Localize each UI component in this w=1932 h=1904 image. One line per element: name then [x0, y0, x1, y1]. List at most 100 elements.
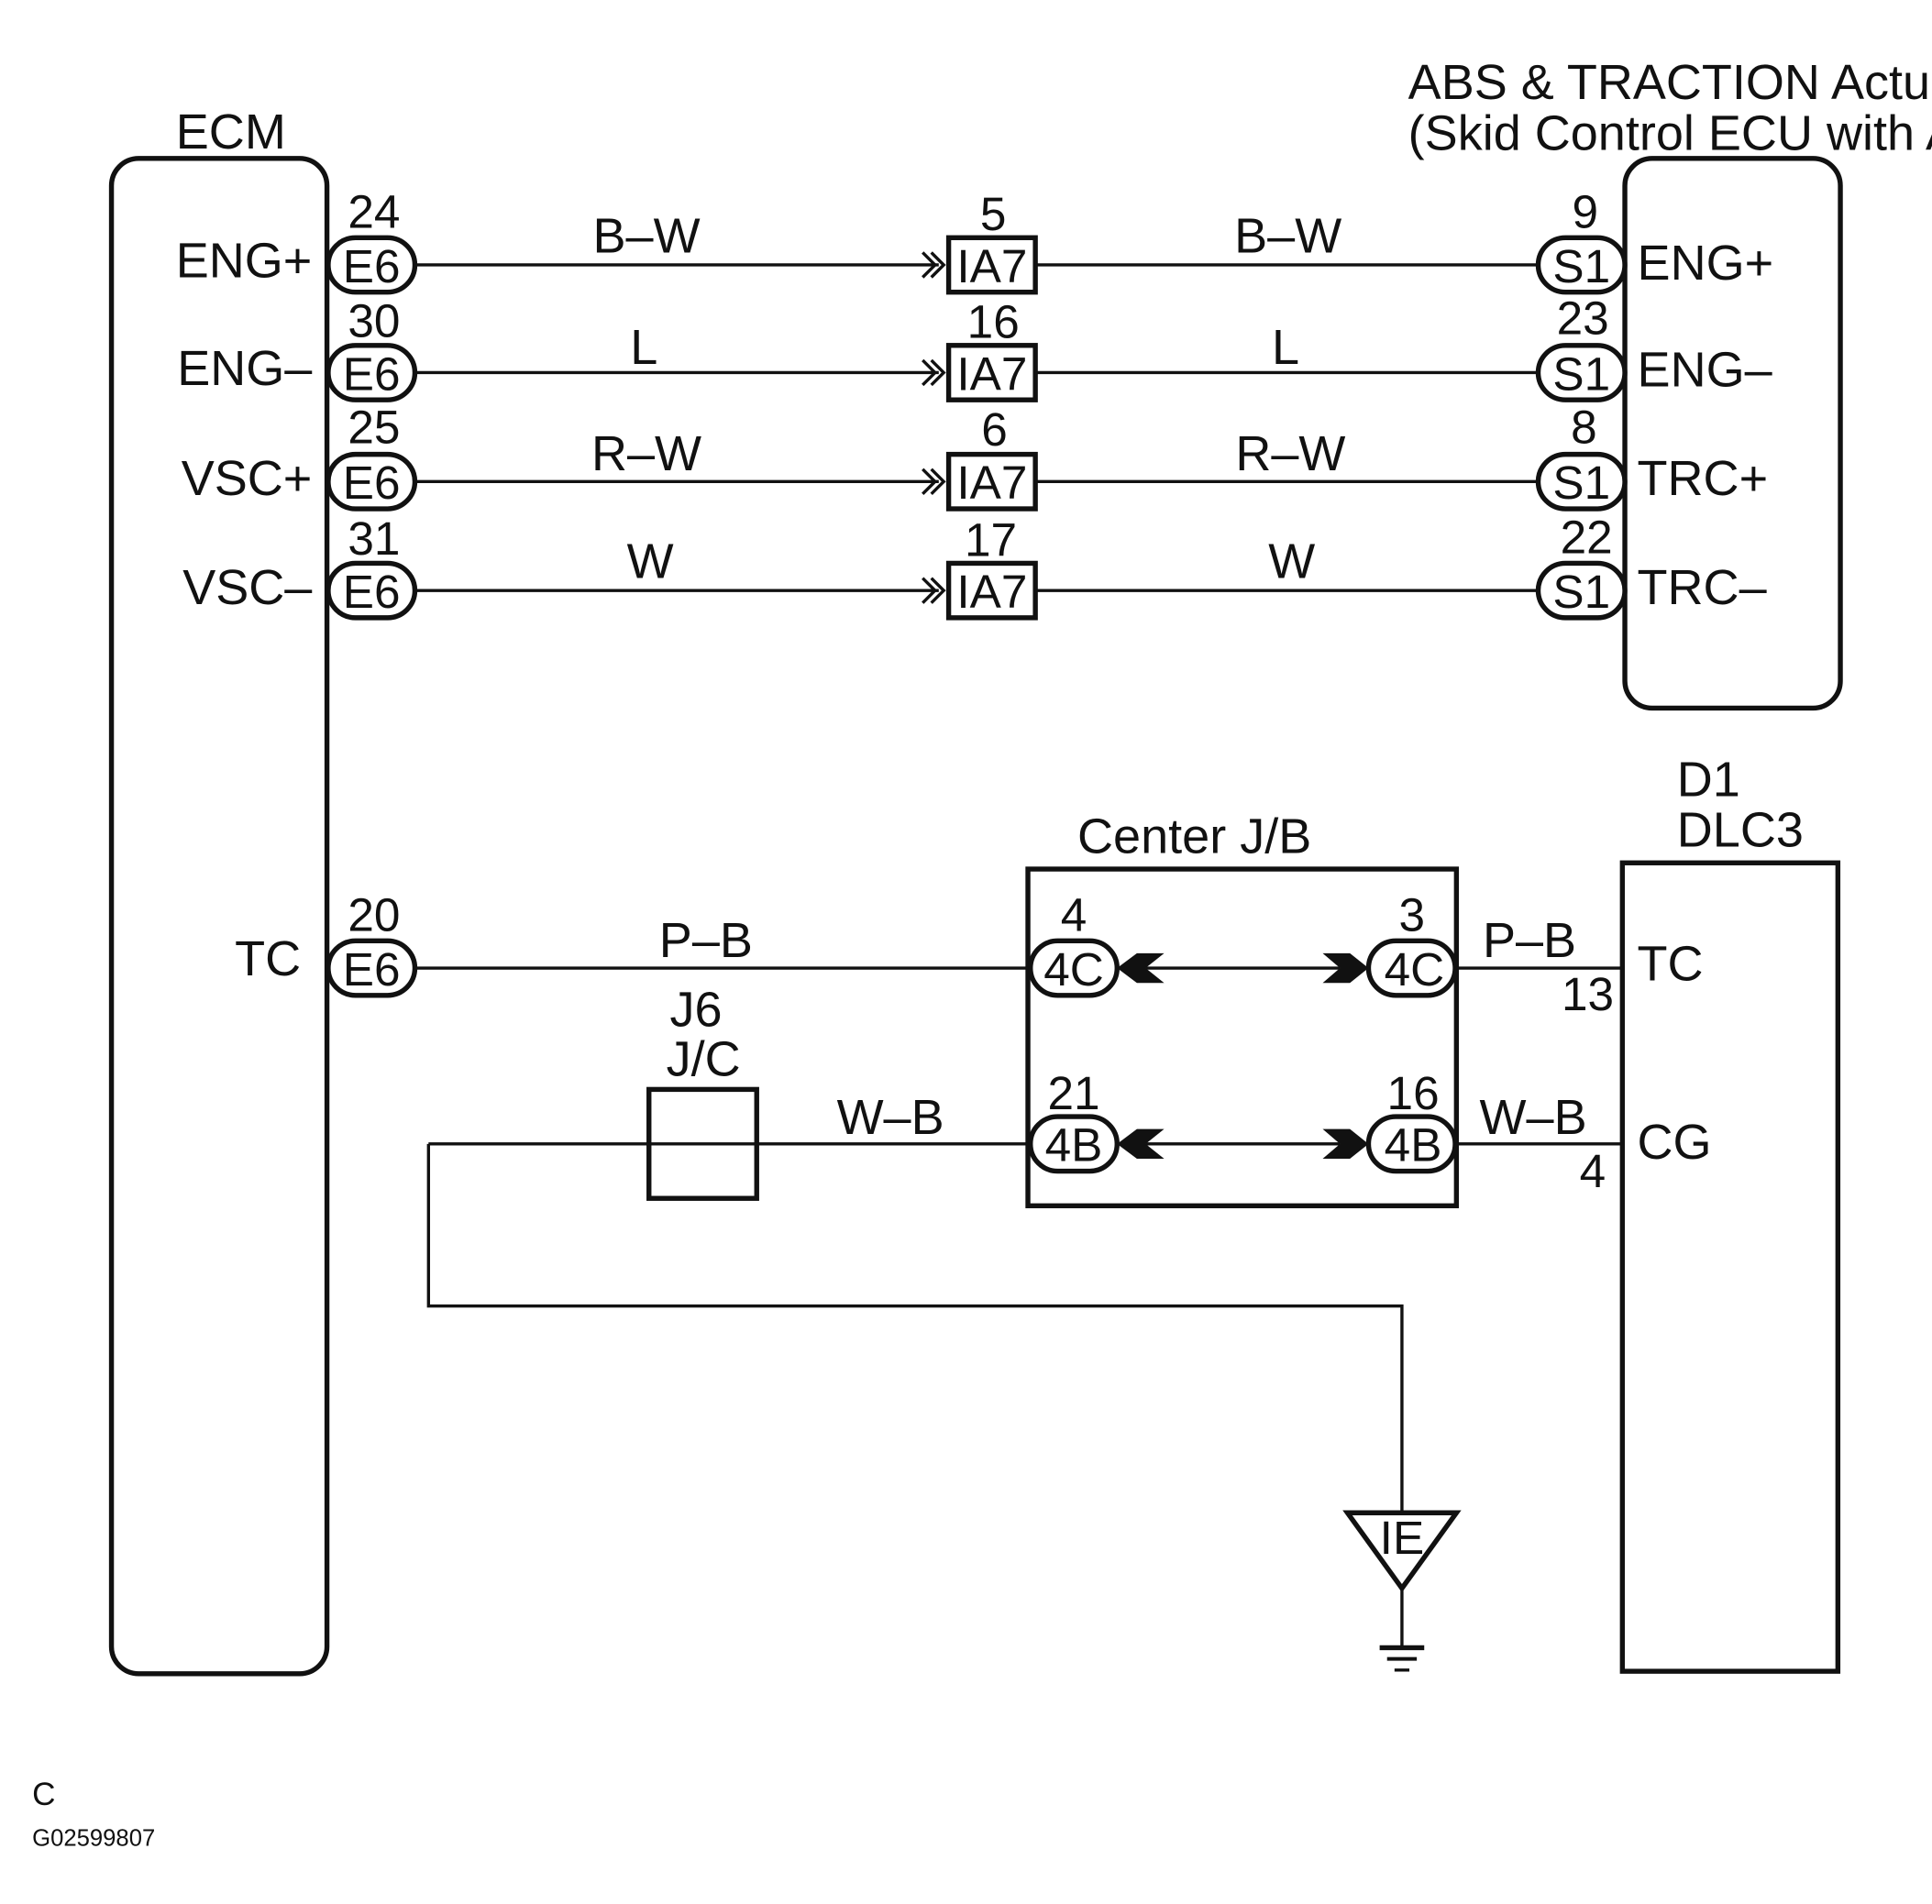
actuator-connector [1535, 343, 1628, 402]
mid-pin-number: 17 [965, 513, 1017, 566]
dlc-terminal-label: CG [1638, 1115, 1712, 1170]
jb-terminal-arrow-icon [1117, 952, 1165, 984]
signal-row: VSC+ 25 E6 R–W 6 IA7 R–W 8 S1 TRC+ [182, 401, 1769, 512]
figure-code: G02599807 [32, 1826, 155, 1852]
mid-connector-code: IA7 [956, 457, 1027, 509]
actuator-connector-code: S1 [1552, 240, 1610, 292]
mid-pin-number: 5 [980, 188, 1007, 240]
dlc-name: DLC3 [1677, 803, 1804, 858]
jb-terminal-arrow-icon [1322, 1128, 1369, 1160]
signal-row: VSC– 31 E6 W 17 IA7 W 22 S1 TRC– [182, 512, 1768, 621]
wire-color: L [630, 320, 657, 375]
wire-color: R–W [1235, 426, 1345, 481]
mid-connector-code: IA7 [956, 240, 1027, 292]
ecm-pin-number: 24 [348, 185, 400, 237]
dlc-ref: D1 [1677, 752, 1740, 807]
earth-ground-icon [1379, 1645, 1425, 1672]
jb-terminal-arrow-icon [1117, 1128, 1165, 1160]
mid-connector [945, 343, 1038, 402]
mid-connector [945, 560, 1038, 621]
ground-point-icon [1342, 1510, 1462, 1593]
actuator-terminal-label: ENG– [1638, 342, 1773, 397]
signal-row: ENG+ 24 E6 B–W 5 IA7 B–W 9 S1 ENG+ [176, 185, 1774, 295]
wire-color: L [1272, 320, 1299, 375]
jb-connector-code: 4C [1043, 943, 1104, 996]
ecm-connector [326, 235, 418, 295]
jb-pin-number: 3 [1398, 889, 1425, 941]
ecm-connector-code: E6 [343, 347, 401, 400]
actuator-title-line1: ABS & TRACTION Actuator As [1408, 55, 1932, 110]
actuator-connector [1535, 235, 1628, 295]
wire-color: W [627, 534, 674, 589]
jb-terminal-arrow-icon [1322, 952, 1369, 984]
wire-color: W–B [837, 1090, 944, 1145]
ecm-connector-code: E6 [343, 943, 401, 996]
jc-ref: J6 [670, 983, 723, 1038]
wire-color: B–W [592, 208, 700, 263]
connector-arrow-icon [922, 577, 946, 604]
connector-arrow-icon [922, 468, 946, 496]
dlc-pin-number: 4 [1580, 1145, 1606, 1197]
mid-pin-number: 6 [981, 403, 1008, 456]
mid-connector [945, 451, 1038, 512]
wire-color: B–W [1234, 208, 1341, 263]
ecm-title: ECM [176, 105, 286, 160]
jb-pin-number: 4 [1061, 889, 1087, 941]
wire-color: P–B [1483, 913, 1576, 968]
ecm-connector [326, 343, 418, 402]
signal-row: ENG– 30 E6 L 16 IA7 L 23 S1 ENG– [177, 292, 1773, 402]
actuator-pin-number: 8 [1571, 401, 1597, 453]
jb-pin-number: 21 [1047, 1067, 1099, 1119]
dlc-box [1619, 860, 1841, 1674]
dlc-pin-number: 13 [1562, 968, 1614, 1020]
actuator-pin-number: 23 [1557, 292, 1609, 345]
ecm-terminal-label: VSC– [182, 560, 313, 615]
ecm-box [108, 156, 330, 1677]
cg-row: W–B 21 4B 16 4B W–B CG 4 [428, 1067, 1712, 1197]
wire-color: R–W [591, 426, 701, 481]
ecm-terminal-label: VSC+ [182, 451, 313, 506]
ground-wire [426, 1143, 1404, 1513]
ecm-connector-code: E6 [343, 457, 401, 509]
actuator-connector [1535, 451, 1628, 512]
mid-pin-number: 16 [967, 296, 1020, 348]
tc-row: TC 20 E6 P–B 4 4C 3 4C P–B TC 13 [235, 889, 1703, 1020]
jb-connector-code: 4B [1045, 1119, 1103, 1172]
wire-color: P–B [659, 913, 753, 968]
jb-connector-code: 4C [1385, 943, 1445, 996]
ecm-pin-number: 25 [348, 401, 400, 453]
wire-color: W [1268, 534, 1315, 589]
actuator-connector-code: S1 [1552, 566, 1610, 618]
mid-connector-code: IA7 [956, 347, 1027, 400]
ecm-connector [326, 451, 418, 512]
actuator-connector [1535, 560, 1628, 621]
jc-name: J/C [667, 1032, 741, 1087]
ecm-pin-number: 20 [348, 889, 400, 941]
actuator-terminal-label: ENG+ [1638, 236, 1774, 291]
dlc-terminal-label: TC [1638, 937, 1704, 992]
connector-arrow-icon [922, 358, 946, 387]
actuator-pin-number: 9 [1573, 185, 1599, 237]
actuator-terminal-label: TRC– [1638, 560, 1768, 615]
actuator-title-line2: (Skid Control ECU with Actuat [1408, 105, 1932, 160]
connector-arrow-icon [922, 251, 946, 279]
ground-label: IE [1380, 1512, 1424, 1564]
actuator-connector-code: S1 [1552, 457, 1610, 509]
wire-color: W–B [1480, 1090, 1587, 1145]
actuator-box [1622, 156, 1843, 711]
actuator-terminal-label: TRC+ [1638, 451, 1769, 506]
center-jb-title: Center J/B [1077, 809, 1311, 864]
ecm-connector-code: E6 [343, 240, 401, 292]
ecm-pin-number: 31 [348, 512, 400, 565]
ecm-connector [326, 560, 418, 621]
ecm-terminal-label: TC [235, 931, 301, 986]
ecm-pin-number: 30 [348, 294, 400, 347]
ecm-terminal-label: ENG+ [176, 234, 313, 289]
ecm-terminal-label: ENG– [177, 341, 313, 396]
mid-connector [945, 235, 1038, 295]
mid-connector-code: IA7 [956, 566, 1027, 618]
jb-connector-code: 4B [1385, 1119, 1442, 1172]
footer-letter: C [32, 1777, 55, 1812]
actuator-pin-number: 22 [1561, 512, 1613, 564]
